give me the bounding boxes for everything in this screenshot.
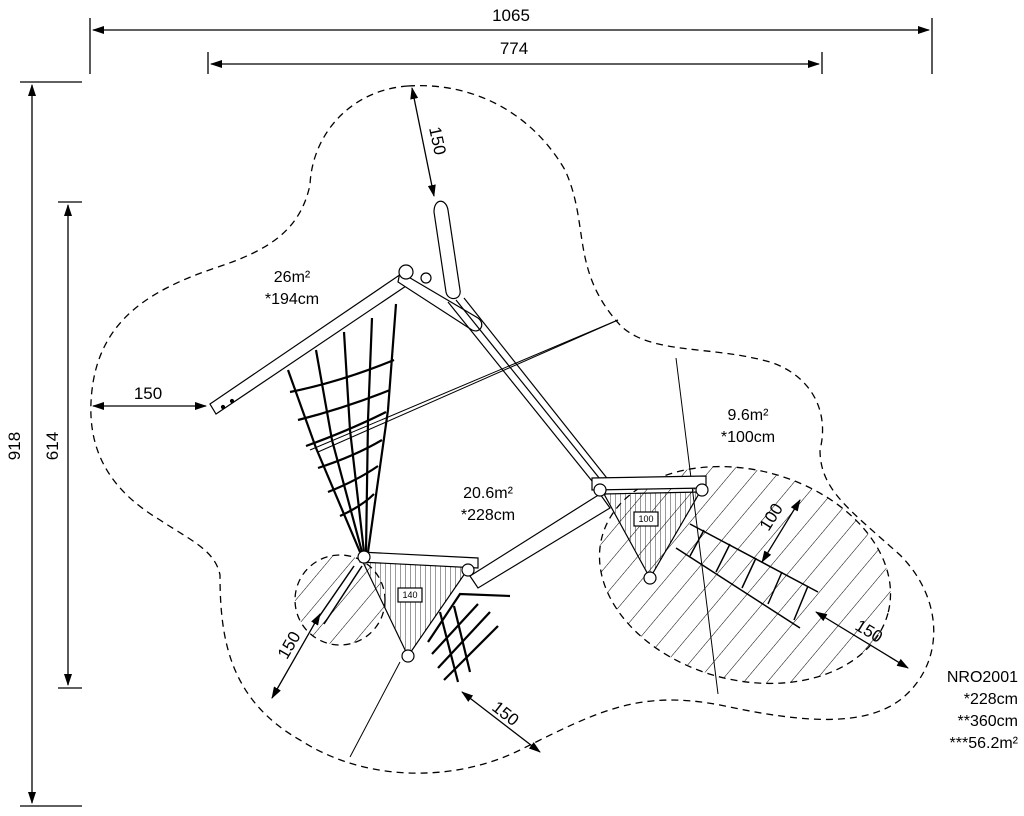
platform-left [357, 550, 479, 663]
zone-arrow-right [815, 611, 909, 669]
overall-width-label: 1065 [492, 6, 530, 25]
platform-tag-100: 100 [638, 514, 653, 524]
dimension-lines [20, 18, 933, 807]
product-total-area: ***56.2m² [950, 735, 1019, 752]
zone-arrow-bottom [461, 691, 541, 753]
area-3-height: *100cm [721, 429, 775, 446]
zone-label-left: 150 [134, 384, 162, 403]
platform-right [591, 475, 709, 585]
zone-arrow-bottom-left [271, 613, 321, 699]
area-1-size: 26m² [274, 269, 311, 286]
ladder-right [675, 523, 819, 629]
zone-label-top: 150 [425, 125, 449, 157]
climbing-net-bottom [427, 592, 511, 683]
product-total-height: **360cm [958, 713, 1018, 730]
overall-depth-label: 918 [5, 432, 24, 460]
hatched-zone-right [574, 435, 910, 715]
construction-lines [309, 319, 719, 758]
area-1-height: *194cm [265, 291, 319, 308]
area-3-size: 9.6m² [728, 407, 770, 424]
bridge-beam [469, 493, 611, 589]
diagonal-beam [397, 271, 483, 332]
inner-depth-label: 614 [43, 432, 62, 460]
zone-arrow-top [410, 87, 436, 197]
product-code: NRO2001 [947, 669, 1018, 686]
climbing-net-left [286, 303, 398, 553]
log-post [433, 200, 461, 300]
zone-label-bottom-left: 150 [274, 628, 305, 662]
inner-width-label: 774 [500, 39, 528, 58]
play-structure [209, 200, 819, 683]
zone-arrow-right-100 [761, 499, 801, 563]
product-fall-height: *228cm [964, 691, 1018, 708]
zone-label-bottom: 150 [488, 697, 522, 729]
area-2-size: 20.6m² [463, 485, 513, 502]
zone-arrows [92, 87, 909, 753]
platform-tag-140: 140 [402, 590, 417, 600]
area-2-height: *228cm [461, 507, 515, 524]
